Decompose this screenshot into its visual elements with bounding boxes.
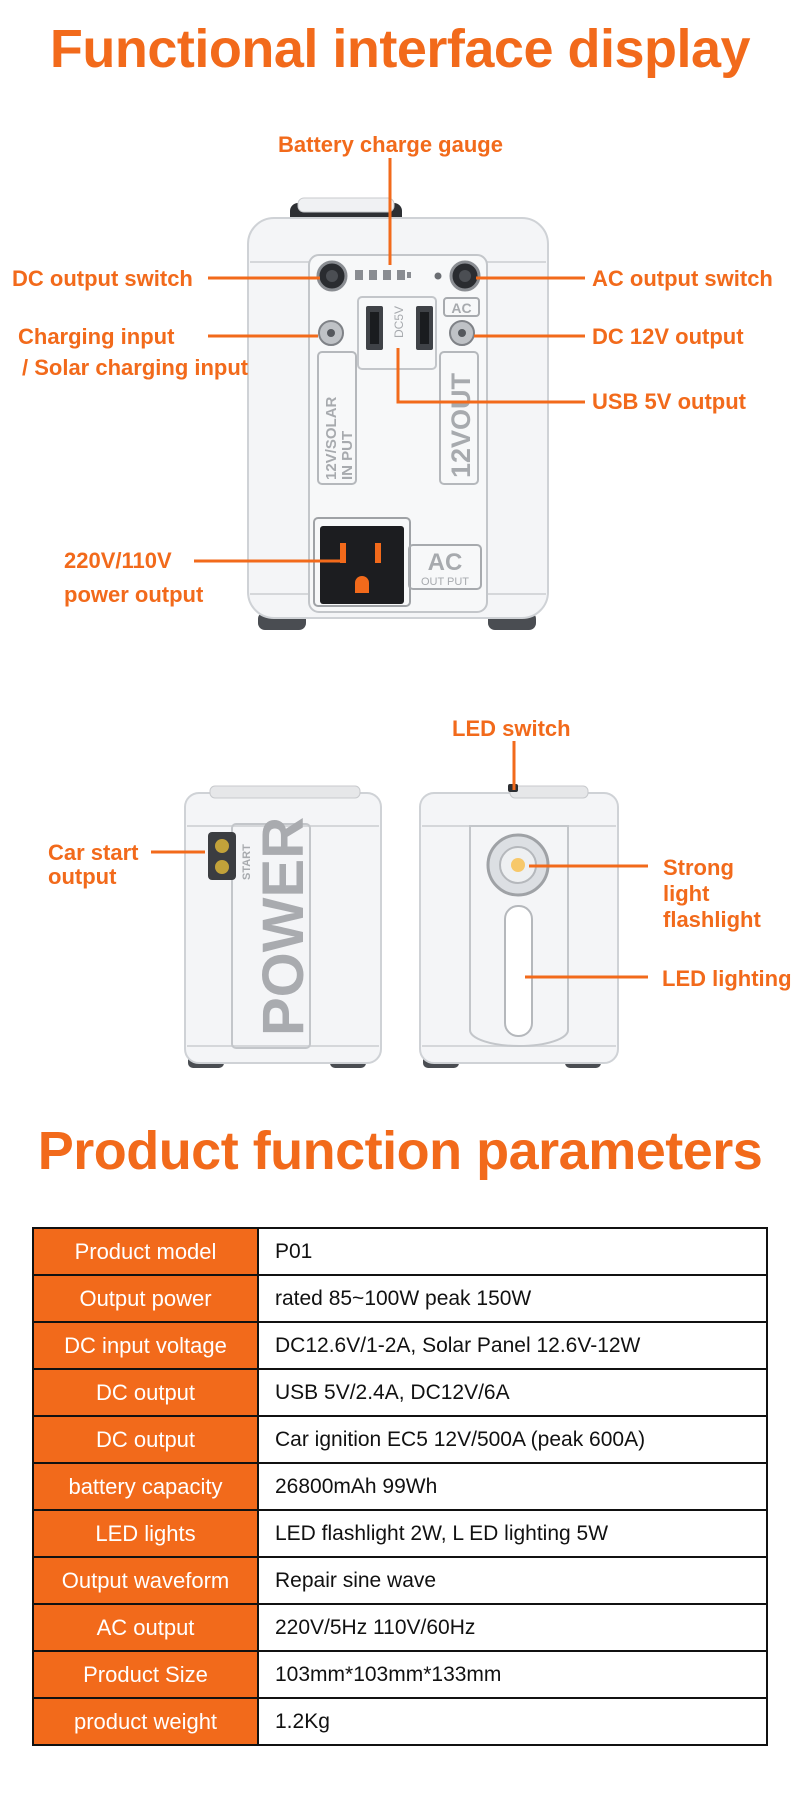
callout-led-switch: LED switch <box>452 716 571 741</box>
param-label: LED lights <box>32 1509 259 1558</box>
callout-usb5v-output: USB 5V output <box>592 389 746 414</box>
callout-led-lighting: LED lighting <box>662 966 792 991</box>
input-label-2: IN PUT <box>339 431 356 480</box>
param-value: LED flashlight 2W, L ED lighting 5W <box>257 1509 768 1558</box>
dc5v-label: DC5V <box>392 306 406 338</box>
callout-dc12v-output: DC 12V output <box>592 324 744 349</box>
param-value: Repair sine wave <box>257 1556 768 1605</box>
param-label: AC output <box>32 1603 259 1652</box>
callout-charging-input: Charging input <box>18 324 175 349</box>
param-value: 1.2Kg <box>257 1697 768 1746</box>
param-value: rated 85~100W peak 150W <box>257 1274 768 1323</box>
callout-ac-output-switch: AC output switch <box>592 266 773 291</box>
param-value: P01 <box>257 1227 768 1276</box>
callout-power-output-voltage: 220V/110V <box>64 548 172 573</box>
callout-lines <box>151 158 648 979</box>
callout-flashlight-3: flashlight <box>663 907 761 932</box>
device-side-view-led <box>419 784 619 1068</box>
param-label: Product model <box>32 1227 259 1276</box>
start-label: START <box>241 844 253 880</box>
callout-car-start-output: output <box>48 864 117 889</box>
callout-car-start: Car start <box>48 840 139 865</box>
param-label: product weight <box>32 1697 259 1746</box>
input-label-1: 12V/SOLAR <box>323 396 340 480</box>
param-value: USB 5V/2.4A, DC12V/6A <box>257 1368 768 1417</box>
ac-output-label: OUT PUT <box>421 576 469 588</box>
param-label: battery capacity <box>32 1462 259 1511</box>
param-label: DC output <box>32 1368 259 1417</box>
section-title-parameters: Product function parameters <box>37 1121 763 1181</box>
param-label: Product Size <box>32 1650 259 1699</box>
front-panel <box>308 254 488 613</box>
led-light-bar <box>504 905 533 1037</box>
callout-solar-charging-input: / Solar charging input <box>22 355 249 380</box>
section-title-interface: Functional interface display <box>49 19 751 79</box>
device-illustration: AC DC5V 12V/SOLAR IN PUT 12VOUT AC OUT P… <box>151 158 648 1068</box>
param-value: 220V/5Hz 110V/60Hz <box>257 1603 768 1652</box>
callout-dc-output-switch: DC output switch <box>12 266 193 291</box>
ac-small-label: AC <box>451 300 471 316</box>
callout-power-output: power output <box>64 582 204 607</box>
param-value: Car ignition EC5 12V/500A (peak 600A) <box>257 1415 768 1464</box>
param-value: 26800mAh 99Wh <box>257 1462 768 1511</box>
param-value: DC12.6V/1-2A, Solar Panel 12.6V-12W <box>257 1321 768 1370</box>
battery-gauge <box>355 270 411 280</box>
device-front-view: AC DC5V 12V/SOLAR IN PUT 12VOUT AC OUT P… <box>247 197 549 630</box>
car-start-port <box>208 832 236 880</box>
callout-flashlight-1: Strong <box>663 855 734 880</box>
callout-flashlight-2: light <box>663 881 710 906</box>
param-label: DC output <box>32 1415 259 1464</box>
callout-battery-gauge: Battery charge gauge <box>278 132 503 157</box>
param-label: DC input voltage <box>32 1321 259 1370</box>
power-text: POWER <box>251 817 316 1036</box>
ac-big-label: AC <box>428 549 463 576</box>
param-label: Output power <box>32 1274 259 1323</box>
param-value: 103mm*103mm*133mm <box>257 1650 768 1699</box>
indicator-led <box>434 272 442 280</box>
vout-label: 12VOUT <box>446 372 476 478</box>
device-side-view-power: START POWER <box>184 785 382 1068</box>
param-label: Output waveform <box>32 1556 259 1605</box>
